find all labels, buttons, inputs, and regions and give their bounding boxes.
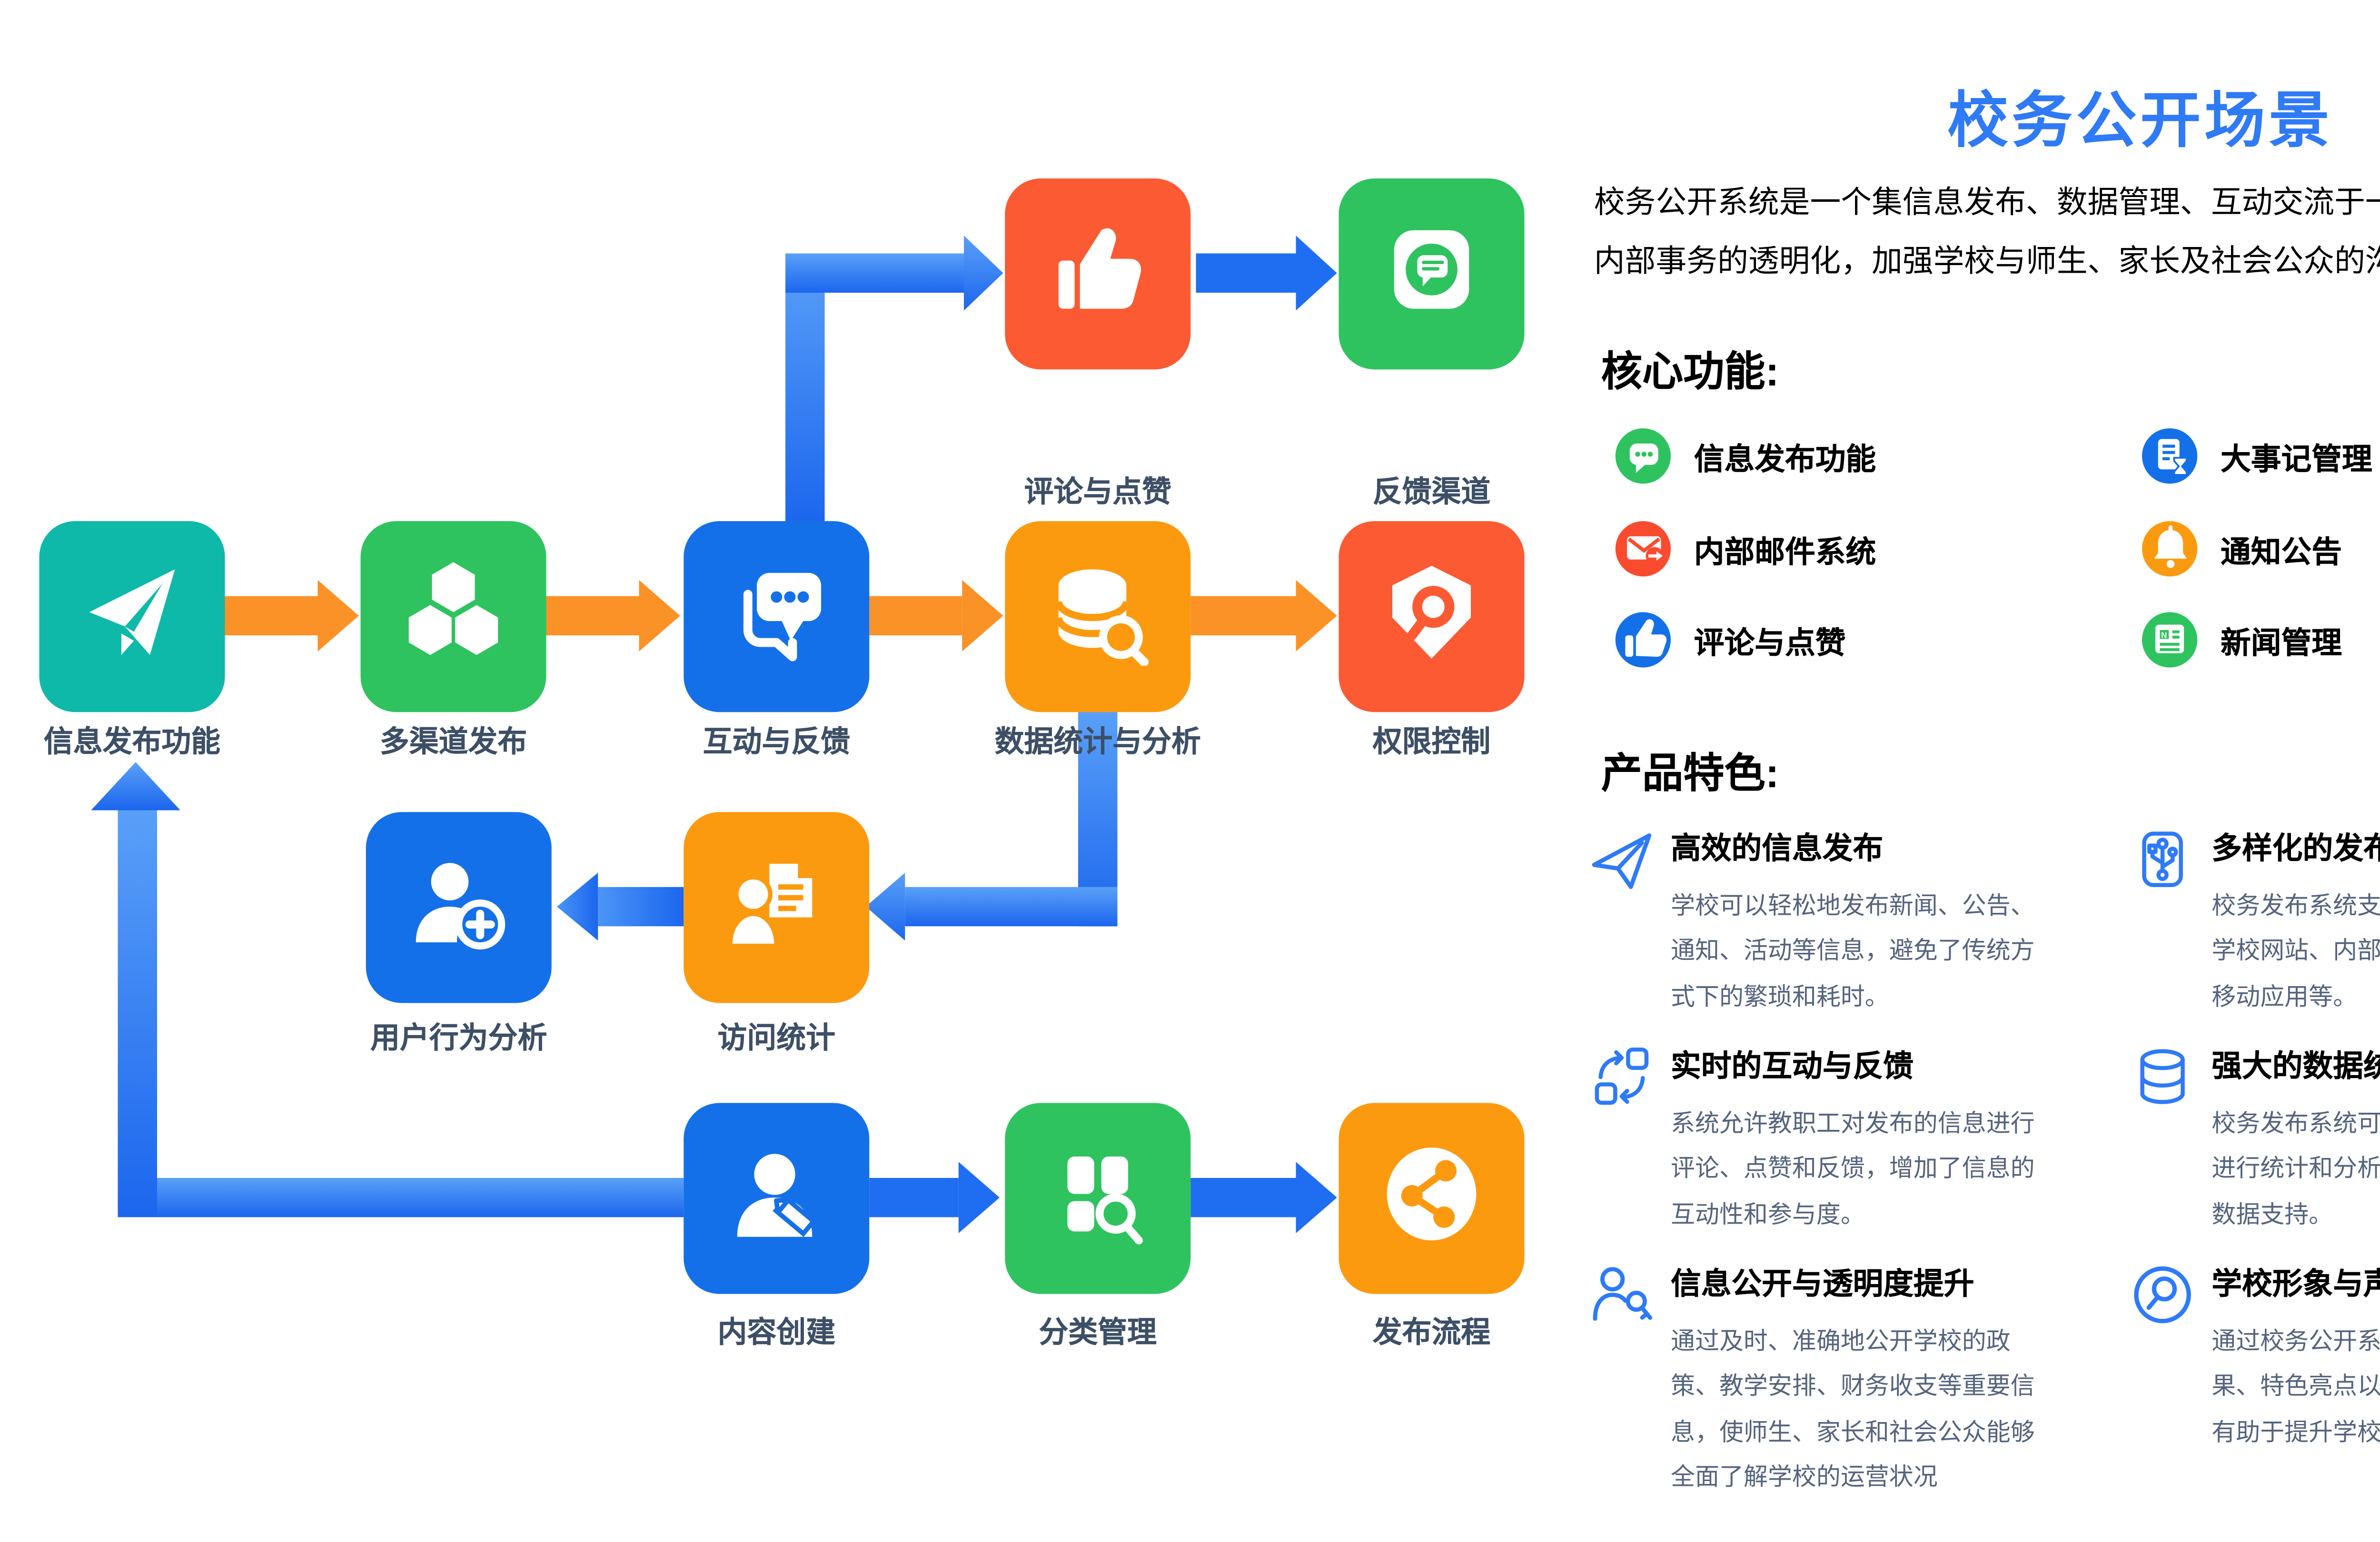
chat-bubble-icon	[1615, 427, 1671, 483]
feature-title: 实时的互动与反馈	[1671, 1049, 1914, 1084]
label-feedback-channel: 反馈渠道	[1372, 476, 1491, 509]
feature-title: 强大的数据统计与分析	[2211, 1049, 2380, 1084]
node-content-create	[684, 1103, 870, 1294]
node-visit-stats	[684, 812, 870, 1003]
svg-text:N: N	[2160, 630, 2166, 640]
core-functions-heading: 核心功能:	[1601, 348, 1779, 395]
core-item-label: 新闻管理	[2221, 625, 2342, 660]
arrow-multichannel-to-interaction	[546, 580, 680, 652]
node-multi-channel	[360, 521, 546, 712]
arrow-content-to-publish-loop	[91, 762, 684, 1217]
thumbs-up-icon	[1615, 611, 1671, 667]
arrow-publish-to-multichannel	[225, 580, 359, 652]
hexagons-icon	[400, 559, 507, 675]
node-category	[1005, 1103, 1191, 1294]
core-item-milestone: 大事记管理	[2142, 426, 2372, 484]
label-content-create: 内容创建	[717, 1317, 836, 1350]
mail-icon	[1615, 520, 1671, 576]
label-visit-stats: 访问统计	[717, 1022, 836, 1055]
features-heading: 产品特色:	[1601, 750, 1779, 796]
user-key-outline-icon	[1589, 1262, 1655, 1328]
arrow-category-to-flow	[1190, 1162, 1337, 1234]
core-item-label: 大事记管理	[2221, 442, 2372, 476]
feature-multi-channels: 多样化的发布渠道 校务发布系统支持多种发布渠道，包括学校网站、内部邮件系统、社交…	[2130, 830, 2380, 1018]
newspaper-icon: N	[2142, 611, 2198, 667]
node-interaction	[684, 521, 870, 712]
feedback-message-icon	[1378, 216, 1485, 332]
paper-plane-icon	[79, 559, 186, 675]
circle-search-outline-icon	[2130, 1262, 2196, 1328]
core-item-like: 评论与点赞	[1615, 611, 1846, 668]
core-item-publish: 信息发布功能	[1615, 426, 1876, 484]
feature-desc: 系统允许教职工对发布的信息进行评论、点赞和反馈，增加了信息的互动性和参与度。	[1671, 1110, 2035, 1227]
core-item-label: 信息发布功能	[1694, 442, 1876, 476]
grid-search-icon	[1044, 1140, 1151, 1256]
arrow-content-to-category	[869, 1162, 1000, 1234]
page-title: 校务公开场景	[1947, 87, 2333, 156]
chat-bubbles-icon	[723, 559, 830, 675]
node-publish	[39, 521, 225, 712]
database-search-icon	[1044, 559, 1151, 675]
arrow-stats-to-permission	[1190, 580, 1337, 652]
feature-desc: 通过校务公开系统展示学校的办学成果、特色亮点以及积极回应社会关切，有助于提升学校…	[2211, 1328, 2380, 1445]
database-outline-icon	[2130, 1044, 2196, 1110]
core-item-label: 通知公告	[2221, 534, 2342, 569]
node-feedback-channel	[1339, 178, 1525, 370]
user-document-icon	[723, 850, 830, 966]
bell-icon	[2142, 520, 2198, 576]
label-comment-like: 评论与点赞	[1024, 476, 1171, 509]
node-flow	[1339, 1103, 1525, 1294]
feature-title: 多样化的发布渠道	[2211, 831, 2380, 866]
feature-realtime-interaction: 实时的互动与反馈 系统允许教职工对发布的信息进行评论、点赞和反馈，增加了信息的互…	[1589, 1048, 2057, 1236]
label-interaction: 互动与反馈	[703, 726, 850, 759]
feature-title: 学校形象与声誉提升	[2211, 1267, 2380, 1301]
arrow-visitstats-to-userbehavior	[557, 872, 684, 941]
core-item-label: 评论与点赞	[1694, 625, 1846, 660]
node-user-behavior	[366, 812, 552, 1003]
label-flow: 发布流程	[1372, 1317, 1491, 1350]
node-data-stats	[1005, 521, 1191, 712]
core-item-news: N 新闻管理	[2142, 611, 2342, 668]
shield-search-icon	[1378, 559, 1485, 675]
intro-paragraph: 校务公开系统是一个集信息发布、数据管理、互动交流于一体的平台，促进学校内部事务的…	[1594, 184, 2380, 278]
feature-desc: 校务发布系统可以对用户的行为和偏好进行统计和分析，为学校提供有价值的数据支持。	[2211, 1110, 2380, 1227]
core-item-notice: 通知公告	[2142, 519, 2342, 576]
label-multi-channel: 多渠道发布	[379, 726, 527, 759]
arrow-interaction-to-stats	[869, 580, 1003, 652]
feature-title: 信息公开与透明度提升	[1671, 1267, 1974, 1301]
milestone-doc-icon	[2142, 427, 2198, 483]
label-user-behavior: 用户行为分析	[370, 1022, 547, 1055]
node-permission	[1339, 521, 1525, 712]
label-publish: 信息发布功能	[43, 726, 221, 759]
feature-desc: 学校可以轻松地发布新闻、公告、通知、活动等信息，避免了传统方式下的繁琐和耗时。	[1671, 892, 2035, 1009]
feature-title: 高效的信息发布	[1671, 831, 1884, 866]
sync-nodes-outline-icon	[1589, 1044, 1655, 1110]
node-comment-like	[1005, 178, 1191, 370]
user-pencil-icon	[723, 1140, 830, 1256]
core-item-mail: 内部邮件系统	[1615, 519, 1876, 576]
arrow-interaction-to-like	[785, 236, 1003, 525]
thumbs-up-icon	[1044, 216, 1151, 332]
paper-plane-outline-icon	[1589, 826, 1655, 892]
feature-desc: 校务发布系统支持多种发布渠道，包括学校网站、内部邮件系统、社交媒体和移动应用等。	[2211, 892, 2380, 1009]
usb-outline-icon	[2130, 826, 2196, 892]
arrow-like-to-feedback	[1196, 236, 1337, 311]
label-permission: 权限控制	[1372, 726, 1491, 759]
user-plus-icon	[405, 850, 512, 966]
feature-transparency: 信息公开与透明度提升 通过及时、准确地公开学校的政策、教学安排、财务收支等重要信…	[1589, 1265, 2057, 1499]
arrow-stats-to-visitstats	[865, 710, 1118, 941]
label-data-stats: 数据统计与分析	[994, 726, 1201, 759]
feature-data-analysis: 强大的数据统计与分析 校务发布系统可以对用户的行为和偏好进行统计和分析，为学校提…	[2130, 1048, 2380, 1236]
feature-reputation: 学校形象与声誉提升 通过校务公开系统展示学校的办学成果、特色亮点以及积极回应社会…	[2130, 1265, 2380, 1454]
feature-efficient-publish: 高效的信息发布 学校可以轻松地发布新闻、公告、通知、活动等信息，避免了传统方式下…	[1589, 830, 2057, 1018]
feature-desc: 通过及时、准确地公开学校的政策、教学安排、财务收支等重要信息，使师生、家长和社会…	[1671, 1328, 2035, 1490]
share-network-icon	[1378, 1140, 1485, 1256]
core-item-label: 内部邮件系统	[1694, 534, 1876, 569]
label-category: 分类管理	[1039, 1317, 1157, 1350]
